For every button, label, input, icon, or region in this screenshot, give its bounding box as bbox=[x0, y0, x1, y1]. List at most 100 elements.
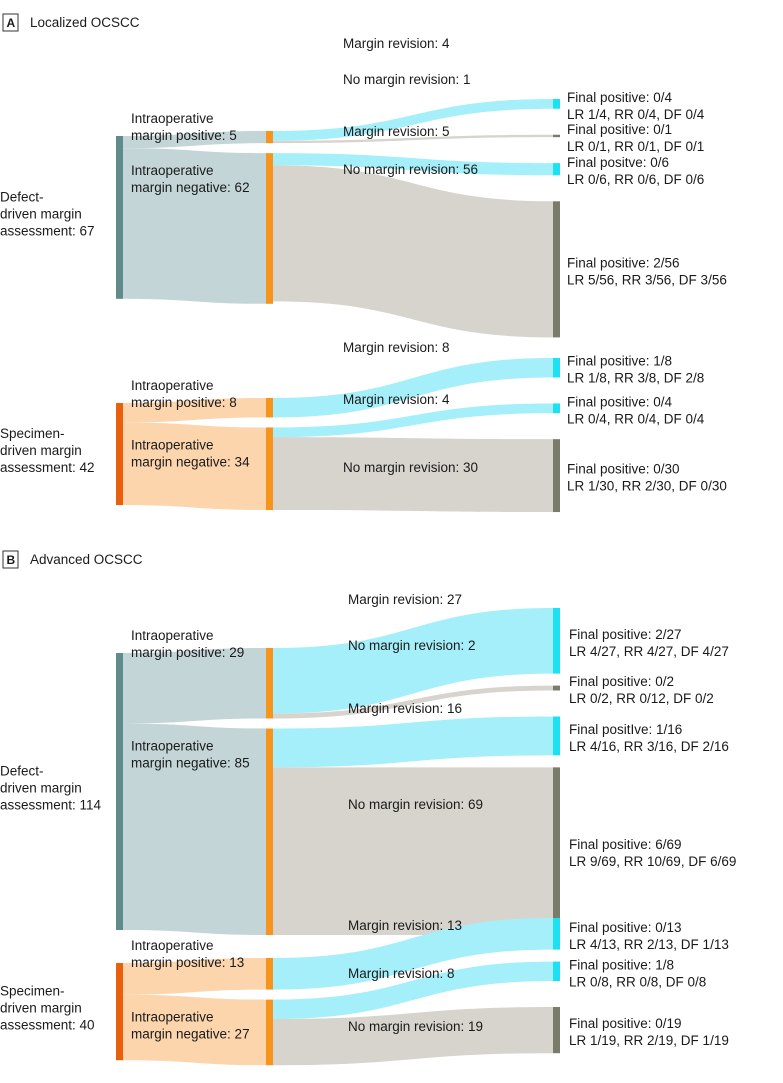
margin-revision-node bbox=[553, 163, 560, 176]
margin-revision-label: Margin revision: 27 bbox=[348, 592, 462, 607]
branch-label: margin positive: 8 bbox=[131, 395, 237, 410]
flow-branch-to-outcome bbox=[273, 437, 553, 513]
branch-label: margin positive: 13 bbox=[131, 955, 244, 970]
branch-label: Intraoperative bbox=[131, 628, 214, 643]
intraop-node bbox=[266, 999, 273, 1066]
margin-revision-node bbox=[553, 403, 560, 414]
no-margin-revision-label: No margin revision: 56 bbox=[343, 162, 478, 177]
recurrence-label: LR 0/2, RR 0/12, DF 0/2 bbox=[569, 691, 714, 706]
recurrence-label: LR 0/4, RR 0/4, DF 0/4 bbox=[567, 411, 705, 426]
source-label: driven margin bbox=[0, 206, 82, 221]
branch-label: Intraoperative bbox=[131, 378, 214, 393]
no-margin-revision-node bbox=[553, 685, 560, 691]
recurrence-label: LR 4/16, RR 3/16, DF 2/16 bbox=[569, 739, 729, 754]
branch-label: Intraoperative bbox=[131, 938, 214, 953]
margin-revision-label: Margin revision: 8 bbox=[343, 340, 450, 355]
source-node-specimen bbox=[116, 963, 123, 1061]
intraop-node bbox=[266, 398, 273, 418]
no-margin-revision-label: No margin revision: 30 bbox=[343, 460, 478, 475]
branch-label: Intraoperative bbox=[131, 1010, 214, 1025]
branch-label: margin positive: 29 bbox=[131, 645, 244, 660]
flow-source-to-branch bbox=[123, 994, 266, 1066]
flow-layer bbox=[123, 99, 553, 1066]
no-margin-revision-node bbox=[553, 201, 560, 338]
no-margin-revision-label: No margin revision: 1 bbox=[343, 72, 471, 87]
source-node-specimen bbox=[116, 403, 123, 506]
source-label: Specimen- bbox=[0, 426, 65, 441]
recurrence-label: LR 1/30, RR 2/30, DF 0/30 bbox=[567, 479, 727, 494]
intraop-node bbox=[266, 427, 273, 511]
recurrence-label: LR 0/6, RR 0/6, DF 0/6 bbox=[567, 172, 704, 187]
final-positive-label: Final positive: 2/56 bbox=[567, 255, 680, 270]
intraop-node bbox=[266, 153, 273, 304]
flow-branch-to-outcome bbox=[273, 358, 553, 418]
intraop-node bbox=[266, 131, 273, 144]
margin-revision-label: Margin revision: 5 bbox=[343, 124, 450, 139]
final-positive-label: Final positive: 1/8 bbox=[569, 957, 674, 972]
flow-branch-to-outcome bbox=[273, 918, 553, 990]
margin-revision-node bbox=[553, 961, 560, 982]
margin-revision-node bbox=[553, 99, 560, 109]
source-label: assessment: 40 bbox=[0, 1018, 95, 1033]
final-positive-label: Final positive: 0/4 bbox=[567, 90, 673, 105]
flow-source-to-branch bbox=[123, 148, 266, 304]
margin-revision-node bbox=[553, 358, 560, 378]
branch-label: margin negative: 27 bbox=[131, 1027, 250, 1042]
no-margin-revision-node bbox=[553, 439, 560, 513]
final-positive-label: Final positive: 2/27 bbox=[569, 627, 682, 642]
branch-label: Intraoperative bbox=[131, 738, 214, 753]
source-node-defect bbox=[116, 136, 123, 299]
source-label: Defect- bbox=[0, 764, 44, 779]
node-layer bbox=[2, 13, 560, 1066]
flow-source-to-branch bbox=[123, 131, 266, 149]
flow-source-to-branch bbox=[123, 723, 266, 936]
flow-source-to-branch bbox=[123, 958, 266, 995]
source-label: driven margin bbox=[0, 443, 82, 458]
flow-branch-to-outcome bbox=[273, 716, 553, 768]
final-positive-label: Final positive: 0/1 bbox=[567, 122, 672, 137]
intraop-node bbox=[266, 728, 273, 936]
intraop-node bbox=[266, 958, 273, 990]
source-label: driven margin bbox=[0, 1001, 82, 1016]
recurrence-label: LR 1/19, RR 2/19, DF 1/19 bbox=[569, 1033, 729, 1048]
flow-source-to-branch bbox=[123, 422, 266, 511]
no-margin-revision-node bbox=[553, 134, 560, 138]
flow-branch-to-outcome bbox=[273, 608, 553, 714]
margin-revision-label: Margin revision: 4 bbox=[343, 392, 450, 407]
final-positive-label: Final positive: 6/69 bbox=[569, 837, 682, 852]
branch-label: margin negative: 62 bbox=[131, 180, 250, 195]
recurrence-label: LR 4/13, RR 2/13, DF 1/13 bbox=[569, 937, 729, 952]
panel-letter: B bbox=[7, 553, 16, 567]
branch-label: margin negative: 34 bbox=[131, 454, 250, 469]
margin-revision-label: Margin revision: 16 bbox=[348, 701, 462, 716]
no-margin-revision-label: No margin revision: 69 bbox=[348, 797, 483, 812]
margin-revision-node bbox=[553, 918, 560, 950]
panel-letter-box bbox=[2, 550, 19, 569]
branch-label: Intraoperative bbox=[131, 163, 214, 178]
flow-branch-to-outcome bbox=[273, 165, 553, 338]
source-node-defect bbox=[116, 653, 123, 931]
panel-title: Localized OCSCC bbox=[30, 15, 140, 30]
recurrence-label: LR 0/1, RR 0/1, DF 0/1 bbox=[567, 139, 704, 154]
margin-revision-label: Margin revision: 13 bbox=[348, 918, 462, 933]
final-positive-label: Final positve: 0/6 bbox=[567, 155, 669, 170]
flow-branch-to-outcome bbox=[273, 767, 553, 936]
recurrence-label: LR 1/4, RR 0/4, DF 0/4 bbox=[567, 107, 705, 122]
flow-source-to-branch bbox=[123, 398, 266, 423]
panel-title: Advanced OCSCC bbox=[30, 552, 143, 567]
source-label: assessment: 114 bbox=[0, 798, 102, 813]
source-label: driven margin bbox=[0, 781, 82, 796]
recurrence-label: LR 4/27, RR 4/27, DF 4/27 bbox=[569, 644, 729, 659]
final-positive-label: Final positive: 0/2 bbox=[569, 674, 674, 689]
flow-source-to-branch bbox=[123, 648, 266, 724]
source-label: Defect- bbox=[0, 189, 44, 204]
flow-branch-to-outcome bbox=[273, 134, 553, 144]
recurrence-label: LR 5/56, RR 3/56, DF 3/56 bbox=[567, 272, 727, 287]
no-margin-revision-node bbox=[553, 1007, 560, 1054]
source-label: Specimen- bbox=[0, 984, 65, 999]
recurrence-label: LR 0/8, RR 0/8, DF 0/8 bbox=[569, 974, 706, 989]
final-positive-label: Final positIve: 1/16 bbox=[569, 722, 682, 737]
panel-letter: A bbox=[7, 16, 16, 30]
branch-label: Intraoperative bbox=[131, 437, 214, 452]
no-margin-revision-label: No margin revision: 19 bbox=[348, 1019, 483, 1034]
